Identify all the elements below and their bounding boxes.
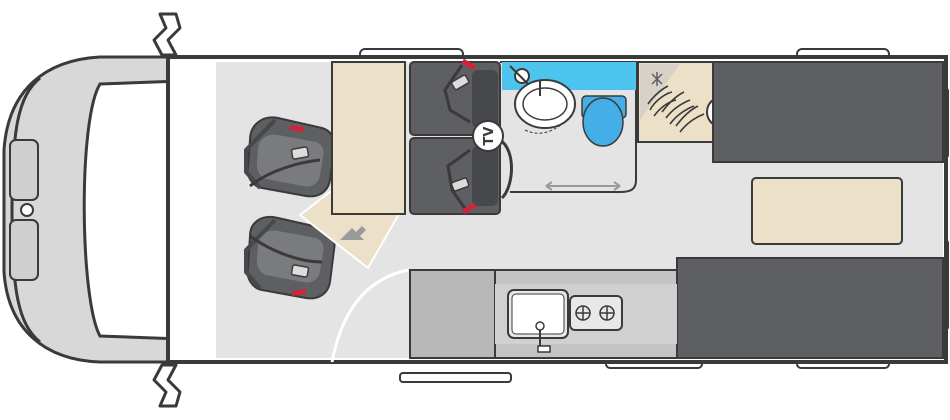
sink-unit xyxy=(507,289,569,353)
seatbelt-red-tab xyxy=(461,202,477,215)
seatbelt-buckle xyxy=(290,146,310,160)
snowflake-icon xyxy=(651,72,663,86)
burner-icon xyxy=(575,305,615,321)
mirrors xyxy=(152,12,182,408)
tv-label-lounge: TV xyxy=(482,127,497,146)
seatbelt-red-tab xyxy=(461,58,477,71)
lounge-side-cushion xyxy=(331,61,406,215)
door-step xyxy=(399,372,512,383)
badge-icon xyxy=(20,203,34,217)
hanger-icon xyxy=(647,85,705,133)
cab-seat-passenger xyxy=(244,216,336,300)
mirror-right xyxy=(152,363,182,408)
lounge-seat-upper xyxy=(409,58,501,136)
arrow-icon xyxy=(340,226,366,240)
lounge-seat-lower xyxy=(409,137,513,215)
cab-bumper xyxy=(10,76,41,344)
tv-marker-lounge: TV xyxy=(472,120,504,152)
seatbelt-buckle xyxy=(290,264,310,278)
seatbelt-red-tab xyxy=(289,124,305,133)
washroom-outline xyxy=(500,61,637,193)
sink-icon xyxy=(522,87,568,121)
sliding-door-arrow xyxy=(545,181,621,191)
seatbelt-buckle xyxy=(451,74,470,91)
seatbelt-buckle xyxy=(450,177,470,192)
cab-seat-driver xyxy=(244,116,336,198)
headlight-right xyxy=(9,219,39,281)
toilet xyxy=(581,95,627,147)
kitchen-cupboard xyxy=(409,269,496,359)
hob xyxy=(569,295,623,331)
headlight-left xyxy=(9,139,39,201)
drain-icon xyxy=(535,321,545,331)
seatbelt-red-tab xyxy=(291,288,307,297)
sink-basin xyxy=(514,79,576,129)
rear-seat-upper xyxy=(712,61,944,163)
tap-spout xyxy=(509,65,541,96)
rear-seat-lower xyxy=(676,257,944,359)
rear-table xyxy=(751,177,903,245)
door-swing xyxy=(330,268,409,363)
mirror-left xyxy=(152,12,182,57)
tap-icon xyxy=(514,68,530,84)
